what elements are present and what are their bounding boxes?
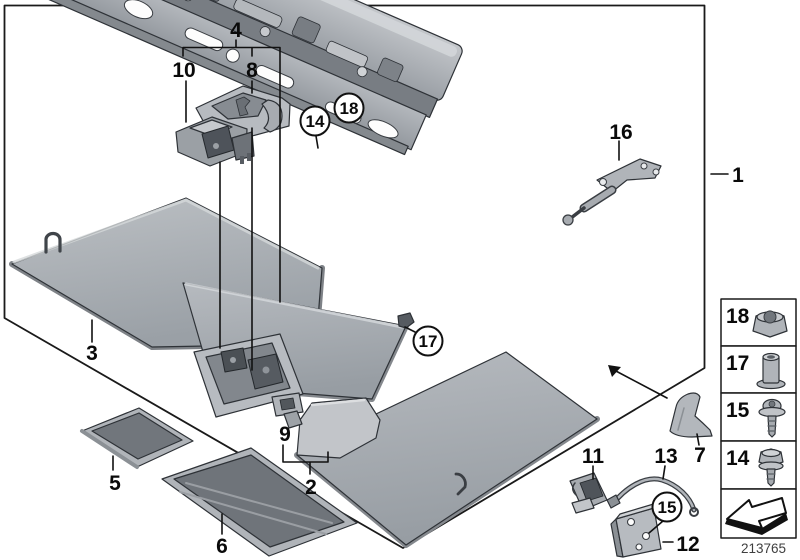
circled-callout-15[interactable]: 15 (651, 491, 683, 523)
part-6-storage-tray (161, 447, 358, 557)
callout-8[interactable]: 8 (246, 59, 258, 82)
circled-callout-14[interactable]: 14 (299, 105, 331, 137)
part-12-angle-bracket (610, 502, 662, 558)
doc-number: 213765 (741, 541, 786, 556)
circled-callout-17[interactable]: 17 (412, 325, 444, 357)
part-5-storage-tray (80, 407, 194, 469)
part-10-lock-unit (175, 116, 255, 167)
legend-row-15[interactable]: 15 (720, 392, 797, 442)
part-13-bowden-cable (606, 476, 699, 517)
callout-13[interactable]: 13 (654, 445, 677, 468)
callout-16[interactable]: 16 (609, 121, 632, 144)
callout-5[interactable]: 5 (109, 472, 121, 495)
panel-hump (296, 397, 381, 459)
circled-callout-14-label: 14 (306, 112, 325, 131)
d-ring-handle (454, 472, 467, 496)
callout-9[interactable]: 9 (279, 423, 291, 446)
callout-2[interactable]: 2 (305, 476, 317, 499)
callout-3[interactable]: 3 (86, 342, 98, 365)
callout-7[interactable]: 7 (694, 444, 706, 467)
circled-callout-18[interactable]: 18 (333, 92, 365, 124)
legend-row-18[interactable]: 18 (720, 298, 797, 347)
roller-mechanism-details (182, 0, 404, 82)
legend-row-17-num: 17 (726, 352, 749, 375)
part-2-floor-panel-rear-leaf (294, 351, 600, 548)
flanged-nut-icon (752, 310, 788, 338)
callout-11[interactable]: 11 (582, 445, 605, 468)
part-7-cover-cap (669, 392, 713, 438)
legend-row-14[interactable]: 14 (720, 440, 797, 490)
leader-lines (91, 39, 729, 543)
callout-1[interactable]: 1 (732, 164, 744, 187)
legend-row-18-num: 18 (726, 305, 750, 328)
legend-direction-box (720, 488, 797, 539)
spacer-sleeve-icon (756, 352, 786, 390)
legend-row-15-num: 15 (726, 399, 750, 422)
tie-down-hook (44, 231, 62, 254)
circled-callout-18-label: 18 (340, 99, 359, 118)
fastener-legend: 18 17 15 (720, 298, 797, 539)
torx-screw-icon (758, 398, 786, 438)
part-9-hinge-bracket (271, 392, 304, 429)
callout-6[interactable]: 6 (216, 535, 228, 558)
part-16-gas-strut (562, 158, 662, 226)
legend-row-17[interactable]: 17 (720, 345, 797, 394)
part-1-cargo-cover-assembly (0, 0, 463, 156)
fastener-17-pin (397, 312, 415, 329)
rail-holes (123, 0, 399, 139)
hex-bolt-icon (758, 448, 784, 487)
callout-4[interactable]: 4 (230, 19, 242, 42)
part-11-lock-catch (569, 472, 608, 514)
circled-callout-15-label: 15 (658, 498, 677, 517)
direction-arrow-icon (725, 497, 788, 535)
callout-12[interactable]: 12 (676, 533, 699, 556)
callout-10[interactable]: 10 (172, 59, 195, 82)
circled-callout-17-label: 17 (419, 332, 438, 351)
legend-row-14-num: 14 (726, 447, 750, 470)
mount-direction-arrowhead (608, 365, 621, 377)
